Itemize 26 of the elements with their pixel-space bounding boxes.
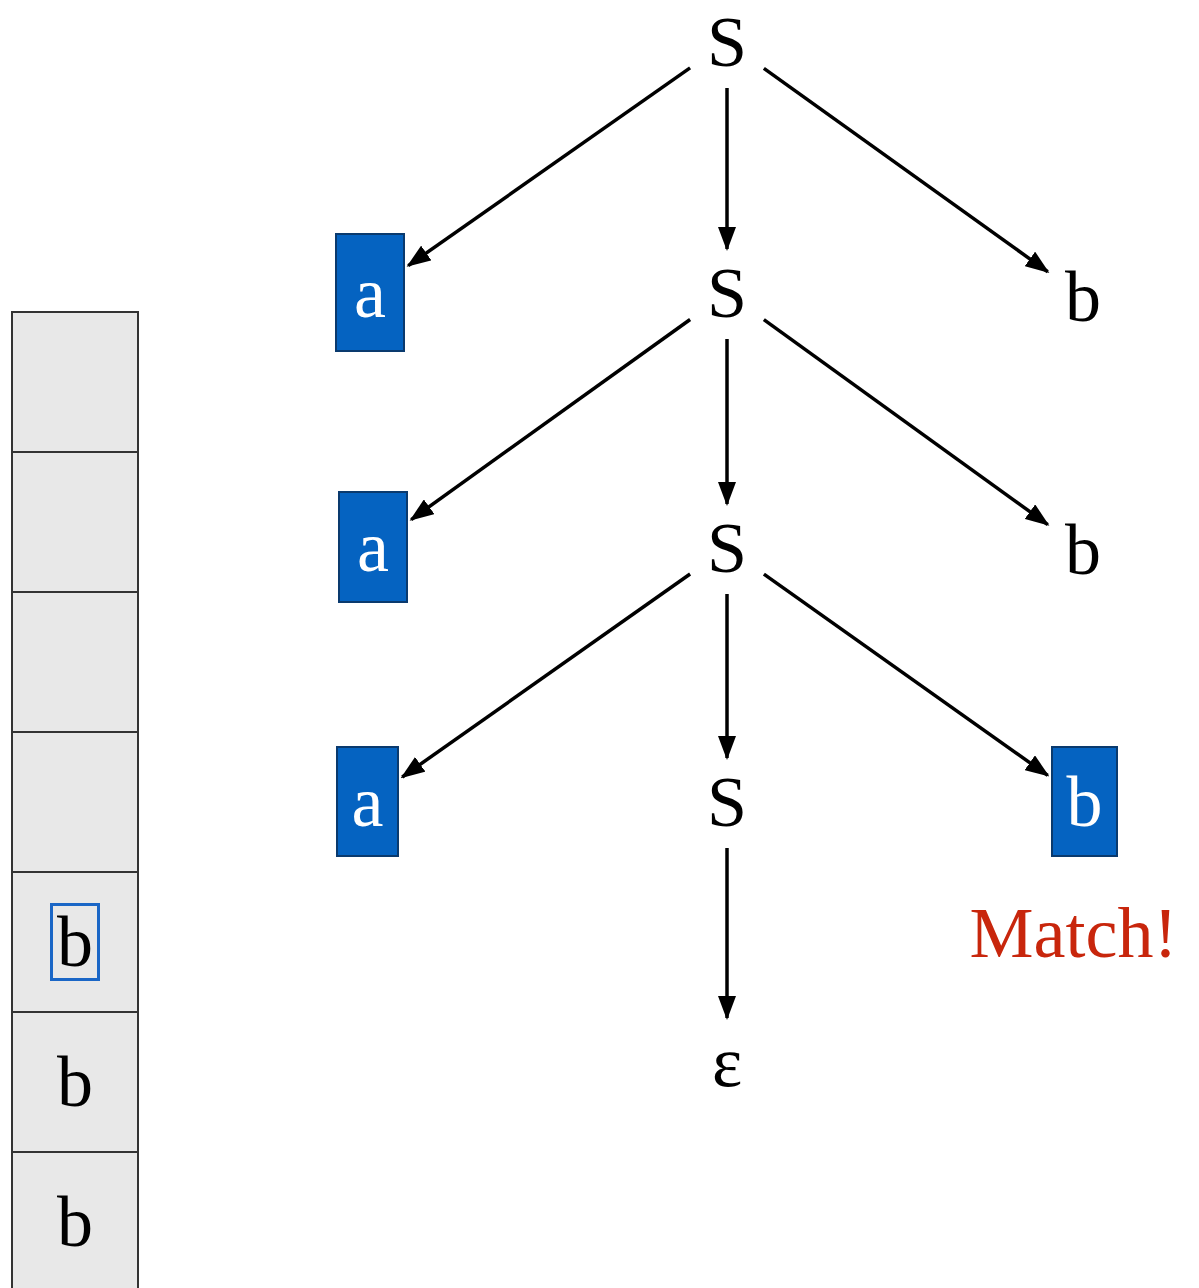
arrow bbox=[400, 572, 692, 779]
highlighted-stack-symbol: b bbox=[50, 903, 100, 981]
arrow bbox=[718, 88, 736, 251]
grammar-symbol: S bbox=[695, 508, 759, 588]
highlighted-terminal-box: a bbox=[336, 746, 399, 857]
arrow bbox=[762, 318, 1050, 526]
grammar-symbol: S bbox=[695, 253, 759, 333]
grammar-symbol: ε bbox=[695, 1022, 759, 1102]
grammar-symbol: b bbox=[1051, 510, 1115, 590]
arrow bbox=[762, 572, 1050, 777]
stack-column bbox=[11, 311, 139, 1288]
highlighted-terminal-box: a bbox=[335, 233, 405, 352]
highlighted-terminal-box: b bbox=[1051, 746, 1118, 857]
grammar-symbol: S bbox=[695, 2, 759, 82]
arrow bbox=[718, 594, 736, 760]
arrow bbox=[406, 66, 692, 268]
arrow bbox=[409, 318, 692, 521]
arrow bbox=[762, 67, 1050, 274]
grammar-symbol: b bbox=[1051, 257, 1115, 337]
highlighted-terminal-box: a bbox=[338, 491, 408, 603]
arrow bbox=[718, 339, 736, 506]
stack-symbol: b bbox=[57, 1046, 93, 1118]
grammar-symbol: S bbox=[695, 762, 759, 842]
match-note: Match! bbox=[969, 897, 1178, 969]
stack-symbol: b bbox=[57, 1186, 93, 1258]
arrow bbox=[718, 848, 736, 1020]
